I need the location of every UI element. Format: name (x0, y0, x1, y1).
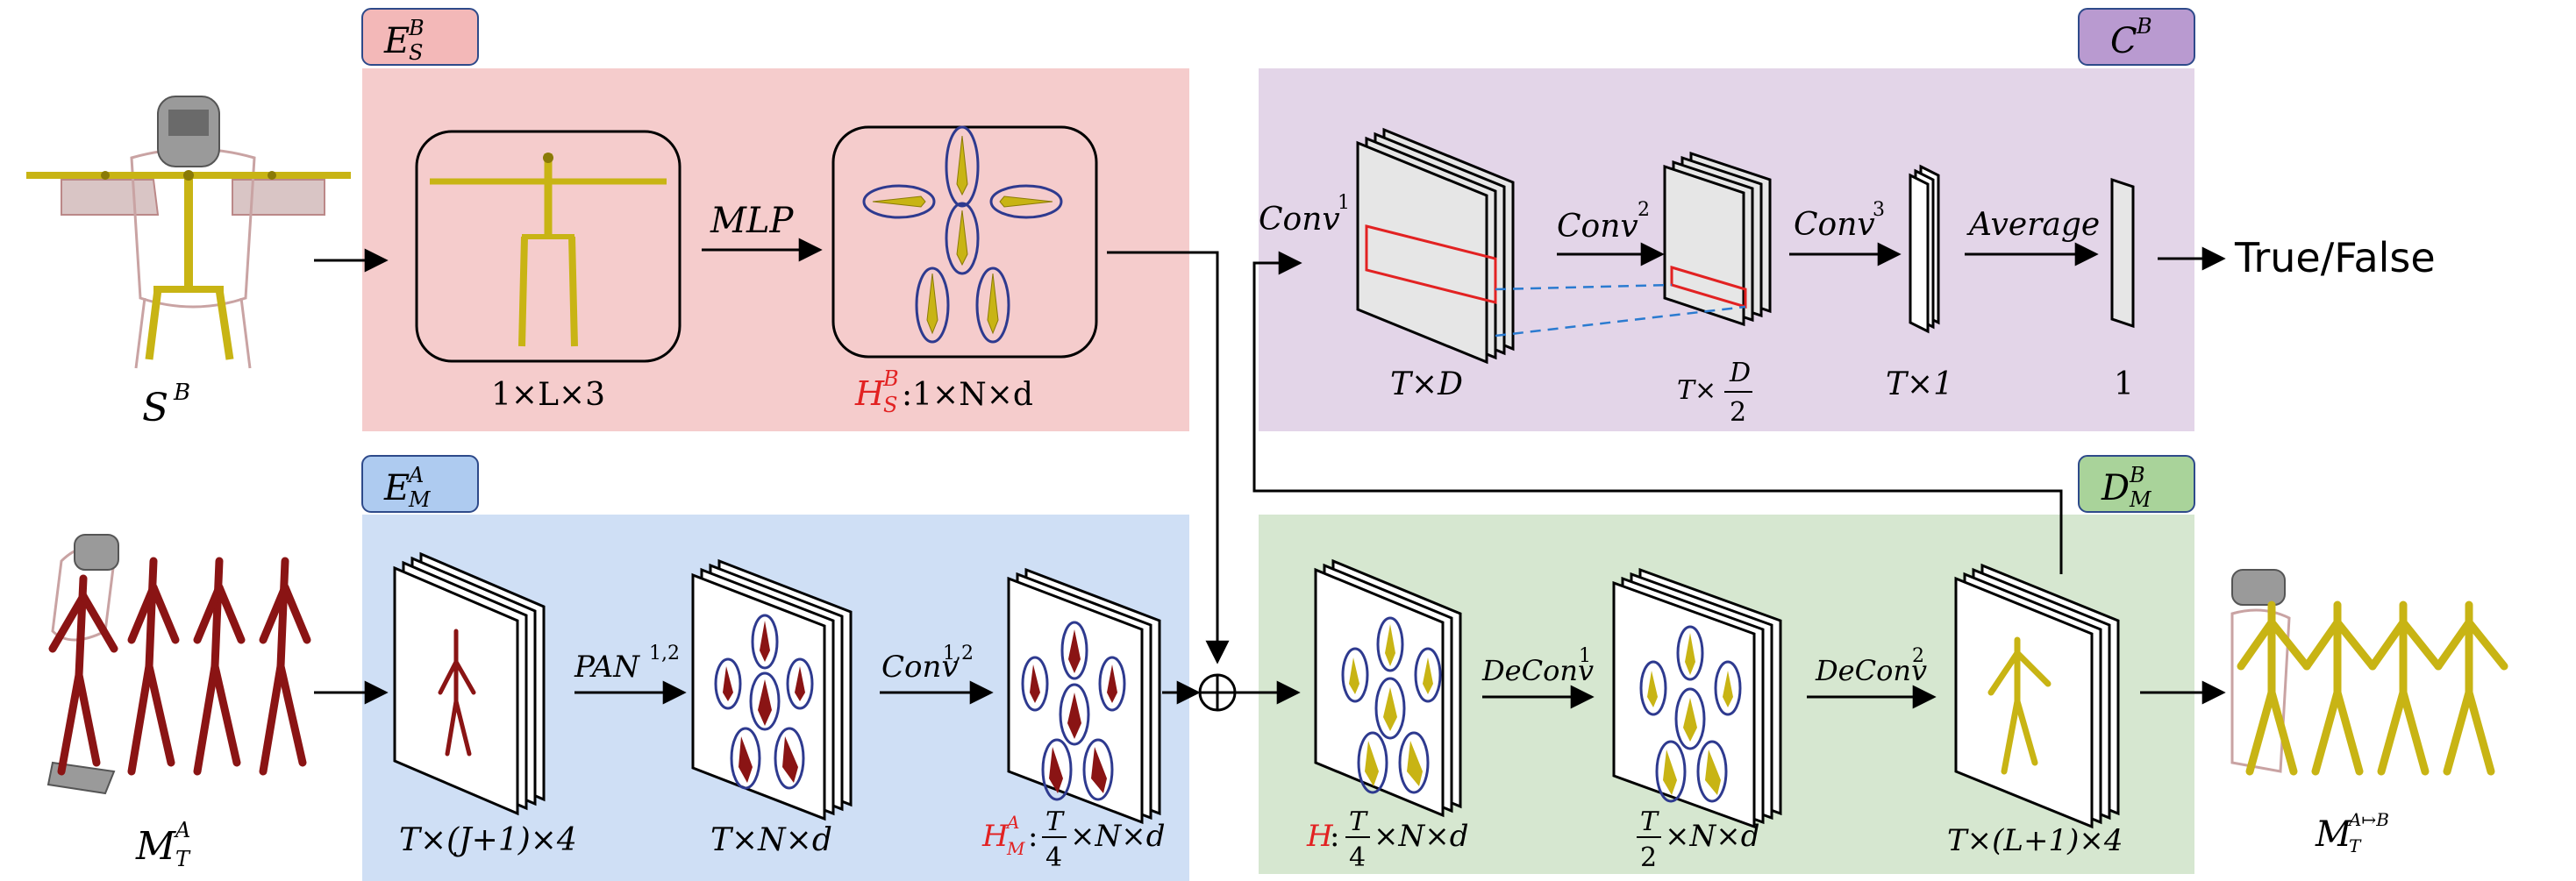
motion-input-stack (393, 551, 546, 816)
deconv1-dims-tail: ×N×d (1665, 819, 1760, 854)
motion-feature-label: H A M : T 4 ×N×d (981, 806, 1166, 873)
output-to-classifier-route-line (1252, 251, 2063, 574)
input-shape-sup: B (173, 380, 190, 406)
shape-feature-route-line (1107, 251, 1230, 664)
deconv1-sup: 1 (1579, 645, 1591, 667)
badge-shape-encoder-main: E (383, 21, 410, 61)
motion-feature-frac-den: 4 (1045, 842, 1062, 873)
badge-motion-encoder-sub: M (408, 487, 432, 512)
badge-decoder-main: D (2101, 468, 2130, 508)
shape-feature-sup: B (882, 366, 899, 391)
deconv2-label: DeConv (1815, 654, 1927, 687)
motion-feature-stack (1007, 567, 1161, 825)
motion-input-dims-label: T×(J+1)×4 (399, 822, 577, 858)
shape-feature-main: H (854, 374, 885, 413)
motion-feature-main: H (981, 819, 1010, 854)
shape-dims-label: 1×L×3 (491, 377, 605, 413)
conv1-label: Conv (1259, 202, 1340, 238)
motion-feature-tail: ×N×d (1070, 819, 1166, 854)
input-character-tpose-icon (26, 96, 351, 369)
badge-decoder: D B M (2078, 455, 2195, 513)
mlp-label: MLP (710, 201, 795, 241)
average-dims-label: 1 (2114, 366, 2134, 402)
conv1-sup: 1 (1338, 192, 1350, 214)
conv2-dims-lead: T× (1677, 375, 1716, 406)
input-shape-label: S (142, 386, 168, 430)
badge-classifier-sup: B (2136, 14, 2152, 39)
feature-sum-node (1198, 673, 1237, 712)
badge-shape-encoder-sup: B (408, 16, 425, 40)
shape-feature-label: H B S :1×N×d (854, 366, 1033, 417)
badge-motion-encoder-main: E (383, 468, 410, 508)
output-motion-skeletons-icon (2230, 569, 2508, 776)
deconv2-sup: 2 (1912, 645, 1924, 667)
output-dims-label: T×(L+1)×4 (1947, 823, 2123, 858)
output-motion-label: M (2315, 814, 2352, 855)
deconv1-label: DeConv (1481, 654, 1594, 687)
conv1-feature-stack (1356, 127, 1515, 365)
shape-feature-tail: :1×N×d (902, 377, 1033, 413)
classifier-output-text: True/False (2234, 234, 2436, 281)
conv3-dims-label: T×1 (1886, 366, 1953, 402)
badge-decoder-sub: M (2129, 487, 2152, 512)
conv3-sup: 3 (1873, 199, 1885, 221)
badge-classifier: C B (2078, 8, 2195, 66)
deconv1-dims-label: T 2 ×N×d (1637, 806, 1760, 873)
conv2-dims-label: T× D 2 (1677, 358, 1752, 428)
shape-skeleton-box (415, 130, 681, 363)
output-motion-sup: A↦B (2347, 809, 2389, 830)
input-motion-sub: T (175, 847, 191, 871)
badge-classifier-main: C (2110, 21, 2137, 61)
conv2-dims-frac-num: D (1729, 358, 1751, 388)
conv2-dims-frac-den: 2 (1730, 397, 1746, 428)
fused-feature-frac-num: T (1349, 806, 1368, 837)
input-motion-sup: A (174, 818, 190, 842)
conv3-label: Conv (1794, 207, 1875, 243)
conv3-feature-stack (1909, 164, 1940, 334)
badge-decoder-sup: B (2129, 463, 2145, 487)
shape-feature-box (831, 125, 1098, 359)
motion-feature-frac-num: T (1045, 806, 1065, 837)
pan-dims-label: T×N×d (710, 822, 832, 858)
conv12-label: Conv (881, 650, 959, 685)
fused-feature-tail: ×N×d (1374, 819, 1469, 854)
output-motion-sub: T (2349, 835, 2362, 856)
badge-shape-encoder: E B S (361, 8, 479, 66)
conv12-sup: 1,2 (943, 643, 974, 664)
deconv1-output-stack (1612, 567, 1782, 829)
fused-feature-frac-den: 4 (1349, 842, 1366, 873)
badge-shape-encoder-sub: S (409, 40, 423, 65)
average-label: Average (1966, 207, 2100, 243)
fused-feature-stack (1314, 558, 1462, 818)
deconv1-dims-frac-den: 2 (1640, 842, 1657, 873)
decoder-output-stack (1954, 563, 2120, 829)
fused-feature-label: H : T 4 ×N×d (1306, 806, 1469, 873)
shape-feature-sub: S (883, 393, 897, 417)
input-motion-skeletons-icon (46, 534, 311, 795)
motion-feature-sup: A (1005, 812, 1019, 833)
badge-motion-encoder: E A M (361, 455, 479, 513)
motion-feature-colon: : (1028, 819, 1038, 854)
badge-motion-encoder-sup: A (407, 463, 424, 487)
pan-sup: 1,2 (649, 643, 680, 664)
conv2-label: Conv (1557, 209, 1638, 245)
input-motion-label: M (135, 824, 176, 869)
pan-label: PAN (574, 650, 640, 685)
deconv1-dims-frac-num: T (1640, 806, 1659, 837)
average-output-box (2110, 177, 2135, 329)
fused-feature-main: H (1306, 819, 1334, 854)
receptive-field-dash-top (1495, 283, 1673, 291)
receptive-field-dash-bottom (1495, 305, 1746, 337)
pan-output-stack (691, 558, 853, 821)
motion-feature-sub: M (1006, 838, 1025, 859)
conv2-sup: 2 (1638, 199, 1650, 221)
conv1-dims-label: T×D (1390, 366, 1463, 402)
fused-feature-colon: : (1330, 819, 1339, 854)
conv2-feature-stack (1663, 151, 1772, 327)
